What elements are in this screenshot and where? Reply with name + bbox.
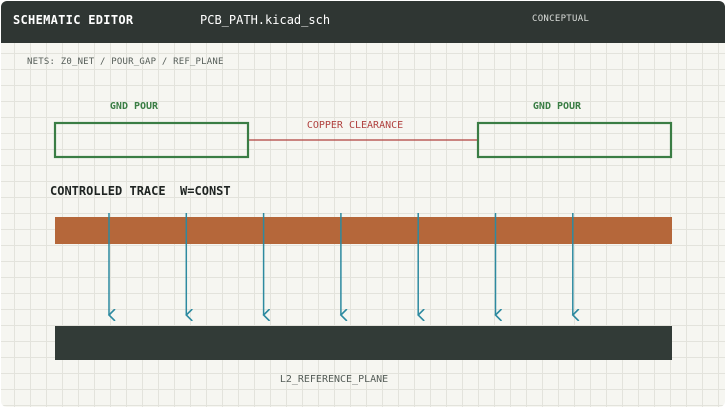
file-name-tab[interactable]: PCB_PATH.kicad_sch bbox=[200, 13, 331, 27]
gnd-pour-right[interactable] bbox=[476, 121, 673, 159]
gnd-pour-left-label: GND POUR bbox=[110, 101, 159, 112]
app-title: SCHEMATIC EDITOR bbox=[13, 13, 134, 27]
controlled-trace[interactable] bbox=[55, 217, 672, 244]
field-lines-group bbox=[109, 213, 573, 315]
gnd-pour-left[interactable] bbox=[53, 121, 250, 159]
copper-clearance-label: COPPER CLEARANCE bbox=[307, 120, 403, 131]
reference-plane-label: L2_REFERENCE_PLANE bbox=[280, 374, 388, 385]
gnd-pour-right-label: GND POUR bbox=[533, 101, 582, 112]
title-bar: SCHEMATIC EDITOR PCB_PATH.kicad_sch CONC… bbox=[1, 1, 725, 43]
nets-label: NETS: Z0_NET / POUR_GAP / REF_PLANE bbox=[27, 57, 224, 67]
controlled-trace-label: CONTROLLED TRACE W=CONST bbox=[50, 184, 231, 198]
reference-plane[interactable] bbox=[55, 326, 672, 360]
mode-label: CONCEPTUAL bbox=[532, 14, 590, 24]
